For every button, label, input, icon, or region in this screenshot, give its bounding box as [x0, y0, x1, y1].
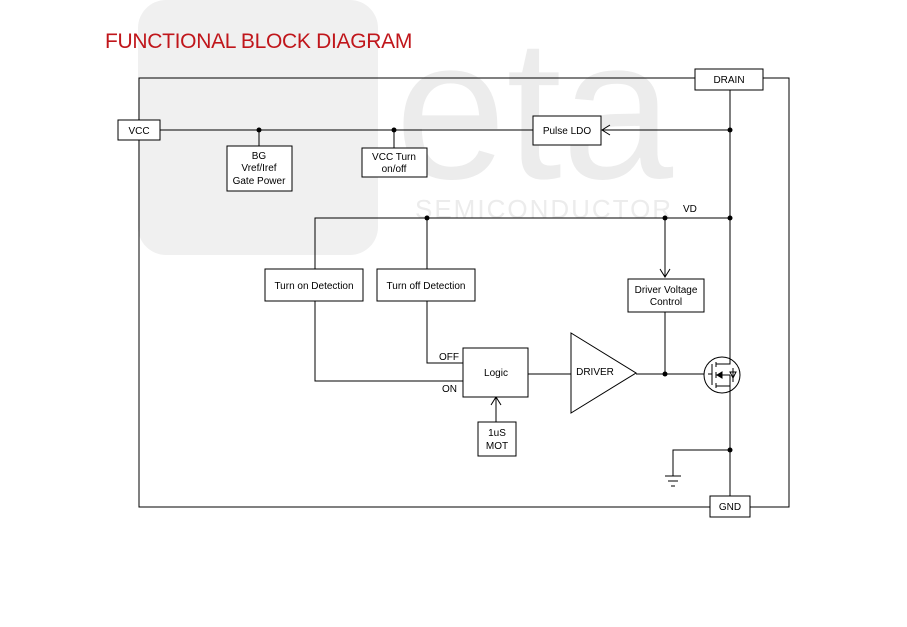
bg-label-1: BG	[252, 151, 267, 162]
turn-on-detection-block: Turn on Detection	[264, 268, 364, 302]
off-on-labels: OFF ON	[439, 352, 459, 395]
junctions	[256, 127, 733, 453]
watermark-logo: eta	[395, 0, 674, 221]
logic-label: Logic	[484, 368, 508, 379]
vcc-turn-label-2: on/off	[382, 164, 407, 175]
pin-drain-label: DRAIN	[713, 75, 744, 86]
driver-voltage-label-2: Control	[650, 297, 682, 308]
bg-label-3: Gate Power	[233, 176, 286, 187]
diagram-title: FUNCTIONAL BLOCK DIAGRAM	[105, 30, 413, 53]
mot-label-2: MOT	[486, 441, 508, 452]
logic-block: Logic	[462, 347, 529, 398]
pin-vcc-label: VCC	[128, 126, 149, 137]
bg-block: BG Vref/Iref Gate Power	[226, 145, 293, 192]
vd-label: VD	[683, 204, 697, 215]
wires	[138, 77, 790, 508]
off-label: OFF	[439, 352, 459, 363]
vcc-turn-label-1: VCC Turn	[372, 152, 416, 163]
turn-on-detection-label: Turn on Detection	[274, 281, 353, 292]
turn-off-detection-label: Turn off Detection	[387, 281, 466, 292]
driver-block: DRIVER	[570, 332, 637, 414]
vcc-turn-block: VCC Turn on/off	[361, 147, 428, 178]
mot-label-1: 1uS	[488, 428, 506, 439]
pin-vcc: VCC	[117, 119, 161, 141]
mot-block: 1uS MOT	[477, 421, 517, 457]
driver-voltage-label-1: Driver Voltage	[635, 285, 698, 296]
mosfet-icon	[703, 356, 741, 394]
pulse-ldo-block: Pulse LDO	[532, 115, 602, 146]
on-label: ON	[442, 384, 457, 395]
pin-gnd-label: GND	[719, 502, 741, 513]
pin-drain: DRAIN	[694, 68, 764, 91]
bg-label-2: Vref/Iref	[241, 163, 276, 174]
driver-label: DRIVER	[576, 367, 614, 378]
vd-label-group: VD	[683, 204, 697, 215]
pulse-ldo-label: Pulse LDO	[543, 126, 592, 137]
watermark: eta SEMICONDUCTOR	[138, 0, 674, 255]
pin-gnd: GND	[709, 495, 751, 518]
turn-off-detection-block: Turn off Detection	[376, 268, 476, 302]
driver-voltage-control-block: Driver Voltage Control	[627, 278, 705, 313]
watermark-subtitle: SEMICONDUCTOR	[415, 194, 673, 224]
